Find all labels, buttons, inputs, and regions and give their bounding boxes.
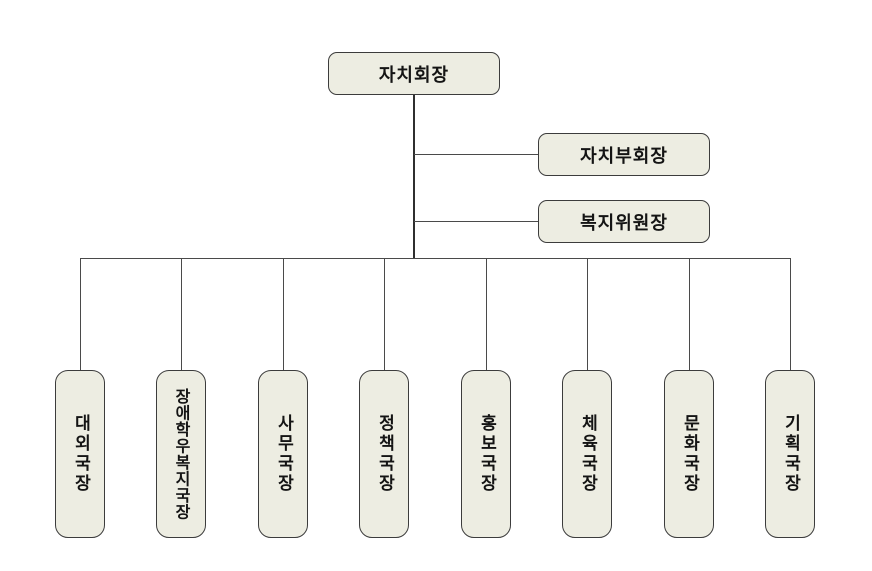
department-box-disabled-student-welfare: 장애학우복지국장 [156,370,206,538]
welfare-chair-label: 복지위원장 [580,212,668,234]
drop-line-7 [689,258,690,370]
department-label: 사무국장 [273,414,294,494]
vice-president-box: 자치부회장 [538,133,710,176]
drop-line-2 [181,258,182,370]
department-label: 정책국장 [374,414,395,494]
welfare-chair-connector-line [414,221,538,222]
drop-line-3 [283,258,284,370]
department-box-secretariat: 사무국장 [258,370,308,538]
department-box-culture: 문화국장 [664,370,714,538]
department-label: 문화국장 [679,414,700,494]
root-box-president: 자치회장 [328,52,500,95]
drop-line-4 [384,258,385,370]
department-box-planning: 기획국장 [765,370,815,538]
drop-line-5 [486,258,487,370]
department-label: 장애학우복지국장 [172,388,191,520]
department-label: 대외국장 [70,414,91,494]
drop-line-8 [790,258,791,370]
department-box-policy: 정책국장 [359,370,409,538]
department-box-sports: 체육국장 [562,370,612,538]
trunk-connector-line [413,95,415,259]
department-box-external-affairs: 대외국장 [55,370,105,538]
department-bus-line [80,258,791,259]
drop-line-1 [80,258,81,370]
drop-line-6 [587,258,588,370]
department-label: 홍보국장 [476,414,497,494]
department-box-public-relations: 홍보국장 [461,370,511,538]
department-label: 기획국장 [780,414,801,494]
department-label: 체육국장 [577,414,598,494]
vice-president-label: 자치부회장 [580,145,668,167]
vice-president-connector-line [414,154,538,155]
welfare-chair-box: 복지위원장 [538,200,710,243]
root-box-label: 자치회장 [378,64,450,86]
